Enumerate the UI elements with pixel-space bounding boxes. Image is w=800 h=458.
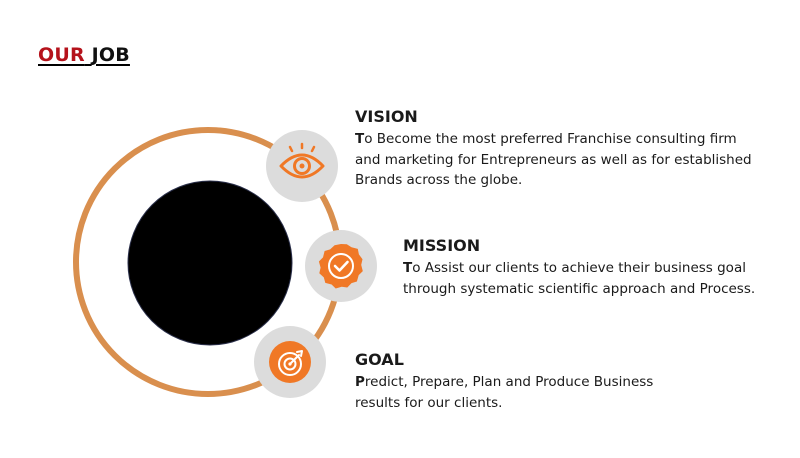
title-job: JOB (91, 44, 130, 66)
vision-block: VISION To Become the most preferred Fran… (355, 107, 765, 191)
eye-icon (279, 142, 325, 179)
mission-text: To Assist our clients to achieve their b… (403, 258, 783, 299)
mission-text-rest: o Assist our clients to achieve their bu… (403, 260, 756, 297)
mission-text-initial: T (403, 260, 413, 276)
page-title: OUR JOB (38, 42, 130, 68)
vision-text: To Become the most preferred Franchise c… (355, 129, 765, 191)
goal-text: Predict, Prepare, Plan and Produce Busin… (355, 372, 685, 413)
goal-heading: GOAL (355, 350, 404, 369)
goal-icon-circle (254, 326, 326, 398)
vision-text-rest: o Become the most preferred Franchise co… (355, 131, 752, 188)
target-icon (269, 341, 311, 383)
goal-text-initial: P (355, 374, 365, 390)
goal-text-rest: redict, Prepare, Plan and Produce Busine… (355, 374, 654, 411)
badge-check-icon (318, 244, 363, 289)
vision-icon-circle (266, 130, 338, 202)
center-disc (127, 180, 293, 346)
mission-heading: MISSION (403, 236, 481, 255)
goal-block: GOAL Predict, Prepare, Plan and Produce … (355, 350, 685, 413)
vision-text-initial: T (355, 131, 365, 147)
vision-heading: VISION (355, 107, 418, 126)
mission-icon-circle (305, 230, 377, 302)
title-our: OUR (38, 44, 85, 66)
mission-block: MISSION To Assist our clients to achieve… (403, 236, 783, 299)
